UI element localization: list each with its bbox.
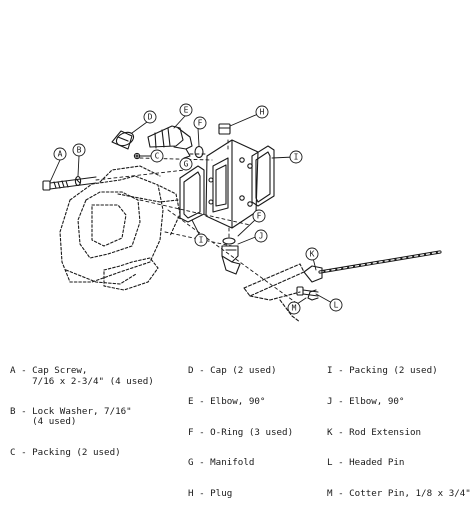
callout-c: C bbox=[150, 149, 164, 163]
callout-b: B bbox=[72, 143, 86, 157]
legend-item-l: L - Headed Pin bbox=[327, 457, 405, 469]
legend-item-a-line2: 7/16 x 2-3/4" (4 used) bbox=[10, 375, 154, 387]
legend-item-a-line1: A - Cap Screw, bbox=[10, 365, 88, 377]
legend-item-c-line1: C - Packing (2 used) bbox=[10, 447, 121, 459]
callout-i-left-text: I bbox=[199, 236, 204, 245]
callout-j: J bbox=[254, 229, 268, 243]
engine-housing bbox=[59, 165, 181, 291]
legend-column-3: I - Packing (2 used) J - Elbow, 90° K - … bbox=[327, 346, 471, 509]
legend-item-b-line1: B - Lock Washer, 7/16" bbox=[10, 406, 132, 418]
legend-item-c: C - Packing (2 used) bbox=[10, 447, 154, 459]
callout-labels: A B C D E F G H I I F J K L M bbox=[53, 103, 343, 315]
callout-j-text: J bbox=[259, 232, 264, 241]
rod-extension bbox=[303, 250, 442, 283]
cap-screw bbox=[42, 176, 97, 191]
elbow-upper bbox=[147, 125, 193, 159]
callout-g-text: G bbox=[184, 160, 189, 169]
packing-left bbox=[179, 165, 205, 223]
manifold bbox=[205, 139, 259, 229]
callout-h-text: H bbox=[260, 108, 265, 117]
callout-d-text: D bbox=[148, 113, 153, 122]
callout-c-text: C bbox=[155, 152, 160, 161]
legend-item-b: B - Lock Washer, 7/16" (4 used) bbox=[10, 406, 154, 428]
elbow-lower bbox=[221, 245, 241, 275]
packing-right bbox=[251, 145, 275, 207]
callout-e: E bbox=[179, 103, 193, 117]
o-ring-upper bbox=[194, 145, 204, 159]
callout-d: D bbox=[143, 110, 157, 124]
callout-g: G bbox=[179, 157, 193, 171]
callout-f-upper: F bbox=[193, 116, 207, 130]
assembly-lines bbox=[95, 139, 296, 303]
legend-item-f: F - O-Ring (3 used) bbox=[188, 426, 294, 438]
callout-a-text: A bbox=[58, 150, 63, 159]
legend-item-e: E - Elbow, 90° bbox=[188, 396, 266, 408]
callout-k-text: K bbox=[310, 250, 315, 259]
legend-column-1: A - Cap Screw, 7/16 x 2-3/4" (4 used) B … bbox=[10, 346, 154, 468]
callout-m: M bbox=[287, 301, 301, 315]
callout-i-right-text: I bbox=[294, 153, 299, 162]
callout-i-left: I bbox=[194, 233, 208, 247]
legend-item-b-line2: (4 used) bbox=[10, 416, 77, 428]
callout-a: A bbox=[53, 147, 67, 161]
callout-f-lower-text: F bbox=[257, 212, 262, 221]
legend-column-2: D - Cap (2 used) E - Elbow, 90° F - O-Ri… bbox=[188, 346, 293, 509]
callout-l-text: L bbox=[334, 301, 339, 310]
legend-item-m: M - Cotter Pin, 1/8 x 3/4" bbox=[327, 487, 471, 499]
callout-f-lower: F bbox=[252, 209, 266, 223]
callout-e-text: E bbox=[184, 106, 189, 115]
legend-item-k: K - Rod Extension bbox=[327, 426, 422, 438]
callout-m-text: M bbox=[292, 304, 297, 313]
o-ring-lower bbox=[222, 237, 236, 245]
lock-washer bbox=[74, 175, 82, 187]
legend-item-d: D - Cap (2 used) bbox=[188, 365, 277, 377]
packing-small bbox=[133, 152, 141, 160]
legend-item-g: G - Manifold bbox=[188, 457, 255, 469]
callout-i-right: I bbox=[289, 150, 303, 164]
legend-item-a: A - Cap Screw, 7/16 x 2-3/4" (4 used) bbox=[10, 365, 154, 387]
cap bbox=[111, 130, 135, 150]
callout-k: K bbox=[305, 247, 319, 261]
exploded-parts-diagram: A B C D E F G H I I F J K L M bbox=[42, 103, 442, 323]
callout-h: H bbox=[255, 105, 269, 119]
legend-item-j: J - Elbow, 90° bbox=[327, 396, 405, 408]
callout-f-upper-text: F bbox=[198, 119, 203, 128]
legend-item-h: H - Plug bbox=[188, 487, 233, 499]
cotter-pin bbox=[307, 289, 319, 301]
headed-pin bbox=[296, 286, 319, 297]
callout-b-text: B bbox=[77, 146, 82, 155]
legend-item-i: I - Packing (2 used) bbox=[327, 365, 438, 377]
plug bbox=[218, 123, 231, 135]
callout-l: L bbox=[329, 298, 343, 312]
callout-leaders bbox=[49, 113, 335, 307]
